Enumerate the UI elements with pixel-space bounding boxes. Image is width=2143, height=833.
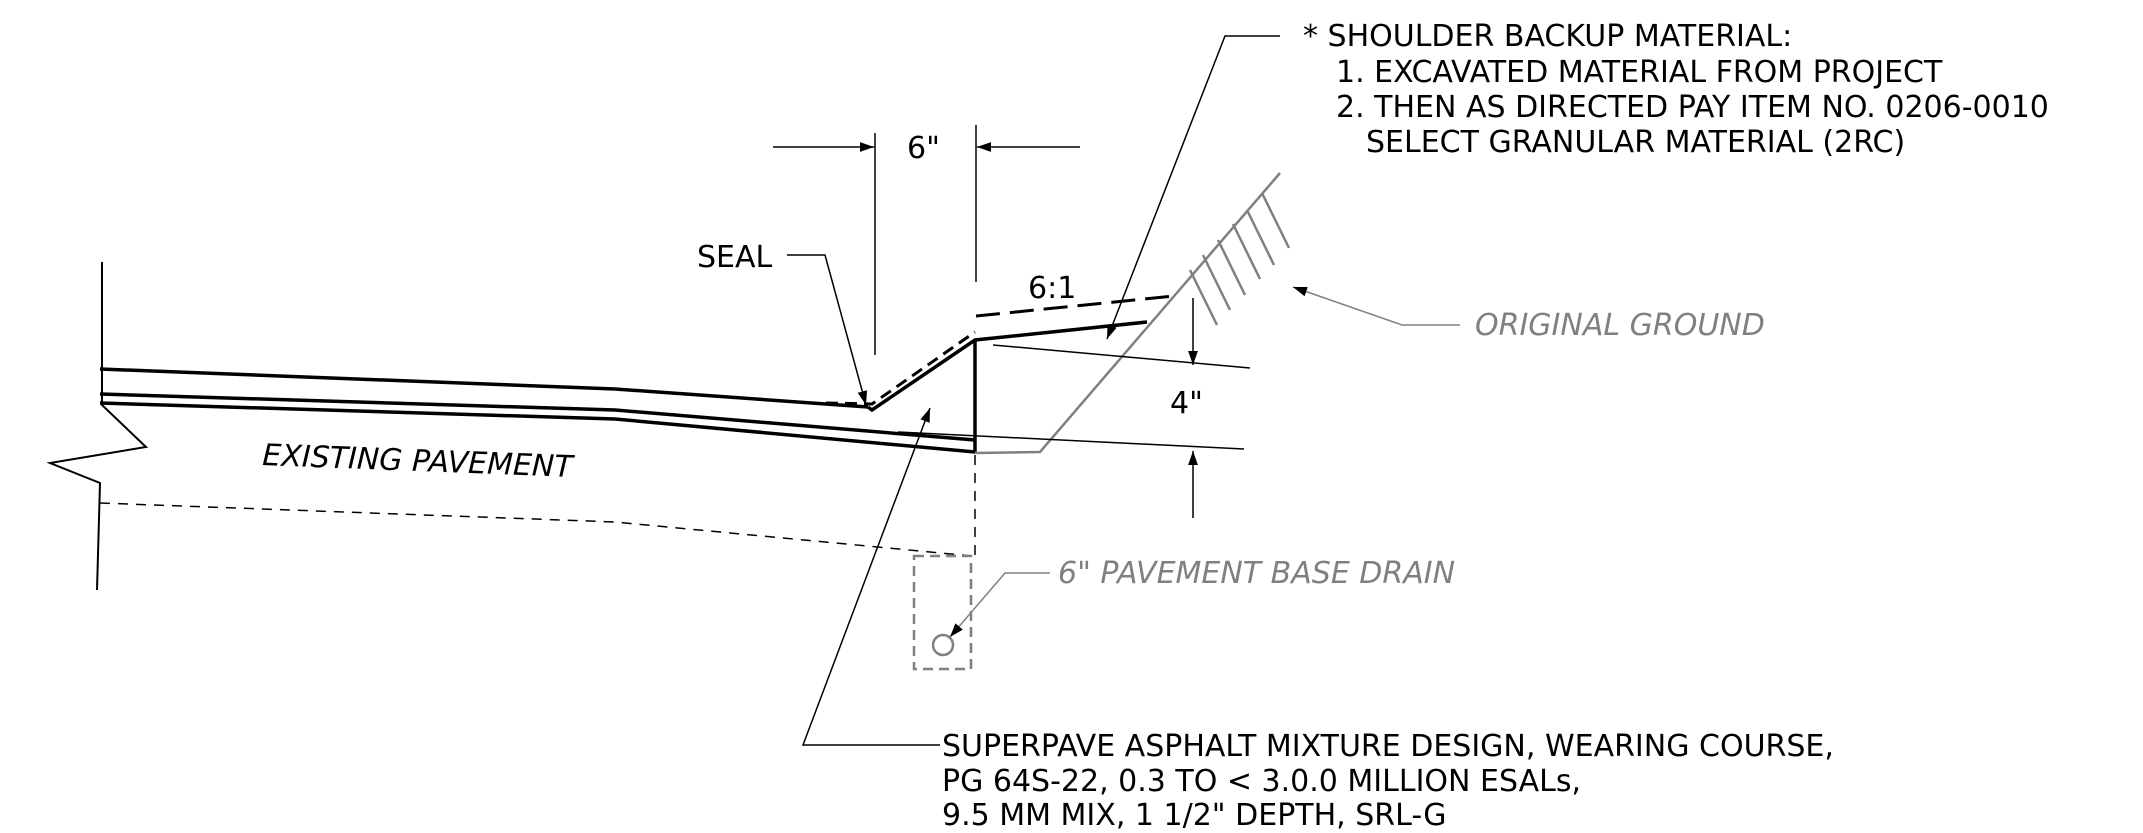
original-ground-leader: [1292, 286, 1460, 326]
base-drain-trench: [912, 554, 973, 671]
seal-leader: [787, 254, 868, 406]
seal-label: SEAL: [697, 240, 773, 275]
base-drain-detail: [912, 554, 973, 671]
superpave-leader: [801, 407, 940, 746]
original-ground: [974, 172, 1291, 455]
base-drain-label: 6" PAVEMENT BASE DRAIN: [1058, 556, 1455, 591]
shoulder-backup-item-2-cont: SELECT GRANULAR MATERIAL (2RC): [1366, 125, 1905, 160]
wearing-course-wedge: [866, 320, 1148, 453]
base-drain-leader: [949, 572, 1050, 638]
extension-lines: [874, 125, 1251, 450]
original-ground-label: ORIGINAL GROUND: [1475, 308, 1765, 343]
seal-dashed-line: [825, 330, 976, 406]
shoulder-backup-leader: [1106, 35, 1280, 340]
superpave-note-line-3: 9.5 MM MIX, 1 1/2" DEPTH, SRL-G: [942, 798, 1447, 833]
slope-label: 6:1: [1028, 271, 1076, 306]
existing-pavement-layers: [99, 367, 976, 454]
leader-lines: [787, 35, 1280, 746]
pavement-middle-line: [99, 392, 976, 442]
pavement-bottom-line: [99, 401, 976, 454]
gray-leader-lines: [949, 286, 1460, 638]
shoulder-backup-title: * SHOULDER BACKUP MATERIAL:: [1303, 19, 1792, 54]
base-dashed-lines: [99, 455, 976, 557]
base-drain-pipe: [931, 633, 955, 657]
superpave-note-line-2: PG 64S-22, 0.3 TO < 3.0.0 MILLION ESALs,: [942, 764, 1581, 799]
shoulder-backup-item-2: 2. THEN AS DIRECTED PAY ITEM NO. 0206-00…: [1336, 90, 2049, 125]
existing-pavement-label: EXISTING PAVEMENT: [262, 438, 576, 485]
pavement-top-line: [99, 367, 869, 409]
shoulder-backup-item-1: 1. EXCAVATED MATERIAL FROM PROJECT: [1336, 55, 1943, 90]
break-line: [46, 262, 149, 591]
dimension-depth-label: 4": [1170, 386, 1203, 421]
superpave-note-line-1: SUPERPAVE ASPHALT MIXTURE DESIGN, WEARIN…: [942, 729, 1834, 764]
dimension-width-label: 6": [907, 131, 940, 166]
